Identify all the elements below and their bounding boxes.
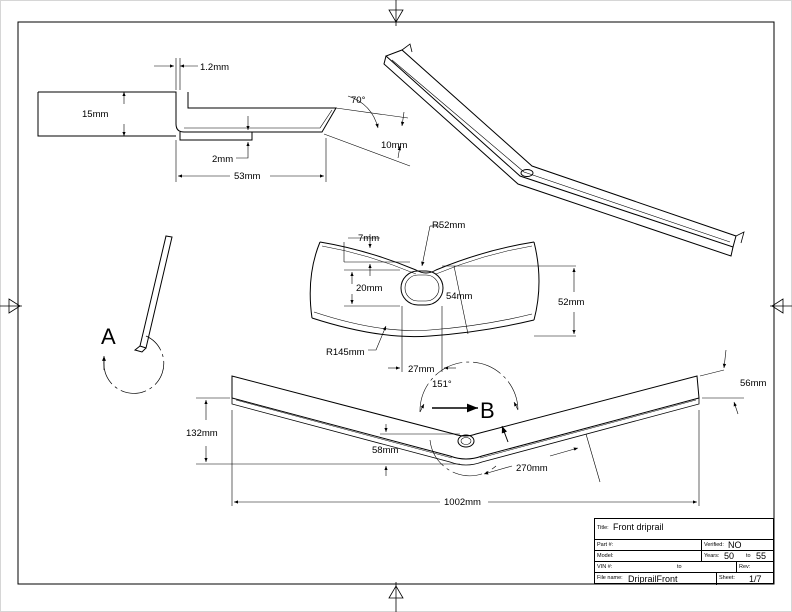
width-dimension: 53mm <box>234 171 260 182</box>
hole-height-dimension: 20mm <box>356 283 382 294</box>
verified-label: Verified: <box>704 542 724 548</box>
model-row: Model: Years: 50 to 55 <box>595 550 773 562</box>
center-detail-view: 7mm R52mm 20mm 54mm 52mm R145mm 27mm <box>309 220 584 375</box>
sheet-label: Sheet: <box>719 575 735 581</box>
lip-dimension: 10mm <box>381 140 407 151</box>
view-label-a: A <box>101 324 116 349</box>
flange-dimension: 2mm <box>212 154 233 165</box>
title-block: Title: Front driprail Part #: Verified: … <box>594 518 774 585</box>
length-dimension: 1002mm <box>444 497 481 508</box>
profile-section-view: 1.2mm 15mm 70° 10mm 2mm 53mm <box>37 58 411 182</box>
rise-dimension: 132mm <box>186 428 218 439</box>
notch-depth-dimension: 7mm <box>358 233 379 244</box>
view-label-b: B <box>480 398 495 423</box>
offset-dimension: 58mm <box>372 445 398 456</box>
vin-row: VIN #: to Rev: <box>595 561 773 573</box>
overall-height-dimension: 52mm <box>558 297 584 308</box>
bend-angle-dimension: 151° <box>432 379 452 390</box>
height-dimension: 15mm <box>82 109 108 120</box>
top-radius-dimension: R52mm <box>432 220 465 231</box>
diagonal-dimension: 54mm <box>446 291 472 302</box>
year-from: 50 <box>724 551 735 561</box>
file-label: File name: <box>597 575 623 581</box>
verified-value: NO <box>728 540 742 550</box>
side-view-a: A <box>101 235 173 394</box>
sheet-value: 1/7 <box>749 574 762 584</box>
file-row: File name: DriprailFront Sheet: 1/7 <box>595 572 773 585</box>
bottom-radius-dimension: R145mm <box>326 347 365 358</box>
years-to-label: to <box>746 553 751 559</box>
front-dimension-lines <box>196 349 744 506</box>
front-view: 151° B 56mm 132mm 58mm 270mm 1002mm <box>186 349 766 508</box>
years-label: Years: <box>704 553 720 559</box>
part-row: Part #: Verified: NO <box>595 539 773 551</box>
isometric-view <box>383 43 745 257</box>
file-value: DriprailFront <box>628 574 678 584</box>
end-height-dimension: 56mm <box>740 378 766 389</box>
detail-dimension-lines <box>343 225 576 372</box>
vin-to-label: to <box>677 564 682 570</box>
angle-dimension: 70° <box>351 95 366 106</box>
title-label: Title: <box>597 525 609 531</box>
part-label: Part #: <box>597 542 614 548</box>
title-row: Title: Front driprail <box>595 519 773 539</box>
rev-label: Rev: <box>739 564 751 570</box>
drawing-title: Front driprail <box>613 522 664 532</box>
model-label: Model: <box>597 553 614 559</box>
arm-dimension: 270mm <box>516 463 548 474</box>
thickness-dimension: 1.2mm <box>200 62 229 73</box>
vin-label: VIN #: <box>597 564 613 570</box>
profile-dimension-lines <box>122 58 411 182</box>
hole-width-dimension: 27mm <box>408 364 434 375</box>
year-to: 55 <box>756 551 767 561</box>
